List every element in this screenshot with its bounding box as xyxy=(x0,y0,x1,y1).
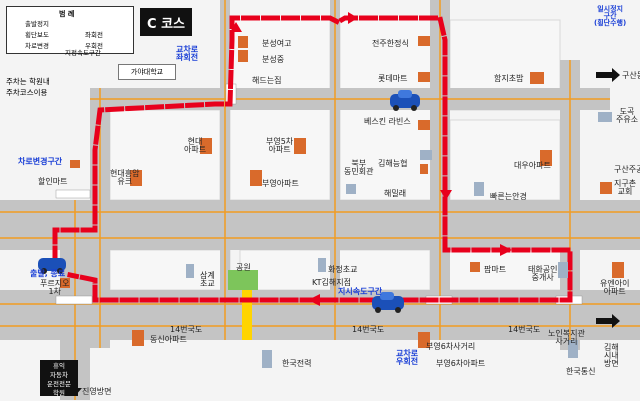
lane-change-label: 차로변경구간 xyxy=(18,157,63,166)
place-label: 해밀래 xyxy=(384,189,407,198)
place-label: 삼계 초교 xyxy=(200,271,215,288)
start-end-label: 출발, 종료 xyxy=(30,269,66,278)
place-label: 빠른는안경 xyxy=(490,192,527,201)
legend-item: 지정속도구간 xyxy=(65,49,101,57)
road-label: 14번국도 xyxy=(170,325,203,334)
place-label: 한국전력 xyxy=(282,359,312,368)
place-label: 동신아파트 xyxy=(150,335,187,344)
place-label: 화정초교 xyxy=(328,265,358,274)
place-label: KT김해지점 xyxy=(312,278,351,287)
place-label: 노인복지관 사거리 xyxy=(548,329,585,346)
place-label: 구산동 xyxy=(622,71,640,80)
legend-header: 범 례 xyxy=(59,10,75,18)
place-label: 현대 아파트 xyxy=(184,137,207,154)
place-label: 해드는집 xyxy=(252,76,282,85)
right-turn-label: 교차로 우회전 xyxy=(396,349,419,366)
academy-box: 휴익 자동차 운전전문 학원 xyxy=(40,360,78,397)
place-label: 할인마트 xyxy=(38,177,68,186)
legend-item: 우회전 xyxy=(85,42,103,50)
place-label: 푸르지오 1차 xyxy=(40,279,70,296)
legend-item: 출발정지 xyxy=(25,20,49,28)
place-label: 김해능협 xyxy=(378,159,408,168)
car-icon xyxy=(38,258,66,274)
parking-note-line: 주차코스이용 xyxy=(6,88,48,97)
place-label: 김해 시내 방면 xyxy=(604,343,619,368)
place-label: 베스킨 라빈스 xyxy=(364,117,411,126)
school-label: 가야대학교 xyxy=(118,64,176,80)
place-label: 부영아파트 xyxy=(262,179,299,188)
place-label: 북부 동민회관 xyxy=(344,159,374,176)
place-label: 진영방면 xyxy=(82,387,112,396)
car-icon xyxy=(372,292,404,313)
place-label: 팜마트 xyxy=(484,265,507,274)
place-label: 구산주공 xyxy=(614,165,640,174)
legend-item: 좌회전 xyxy=(85,31,103,39)
place-label: 부영6차아파트 xyxy=(436,359,486,368)
place-label: 태화공인 중개사 xyxy=(528,265,558,282)
place-label: 도곡 주유소 xyxy=(616,107,639,124)
legend-item: 차로변경 xyxy=(25,42,49,50)
place-label: 대우아파트 xyxy=(514,161,551,170)
stop-section-label: 일시정지 구간 (횡단수행) xyxy=(594,5,627,27)
place-label: 부영6차사거리 xyxy=(426,342,476,351)
place-label: 분성중 xyxy=(262,55,285,64)
place-label: 롯데마트 xyxy=(378,74,408,83)
parking-note: 주차는 학원내 주차코스이용 xyxy=(6,76,50,98)
building-icons xyxy=(60,36,624,368)
place-label: 한국통신 xyxy=(566,367,596,376)
left-turn-label: 교차로 좌회전 xyxy=(176,45,199,62)
page-title: C 코스 xyxy=(140,8,192,36)
speed-zone-label: 지시속도구간 xyxy=(338,287,383,296)
place-label: 현대흥암 유크 xyxy=(110,169,140,186)
place-label: 함지초밥 xyxy=(494,74,524,83)
place-label: 부영5차 아파트 xyxy=(266,137,294,154)
place-label: 지구촌 교회 xyxy=(614,179,637,196)
road-label: 14번국도 xyxy=(508,325,541,334)
place-label: 공원 xyxy=(236,263,251,272)
place-label: 분성여고 xyxy=(262,39,292,48)
road-label: 14번국도 xyxy=(352,325,385,334)
legend: 범 례 출발정지 횡단보도 차로변경 좌회전 우회전 지정속도구간 xyxy=(6,6,134,57)
place-label: 유엔아이 아파트 xyxy=(600,279,630,296)
car-icon xyxy=(390,90,420,111)
place-label: 전주한정식 xyxy=(372,39,409,48)
legend-item: 횡단보도 xyxy=(25,31,49,39)
route-path xyxy=(52,15,573,303)
parking-note-line: 주차는 학원내 xyxy=(6,77,50,86)
